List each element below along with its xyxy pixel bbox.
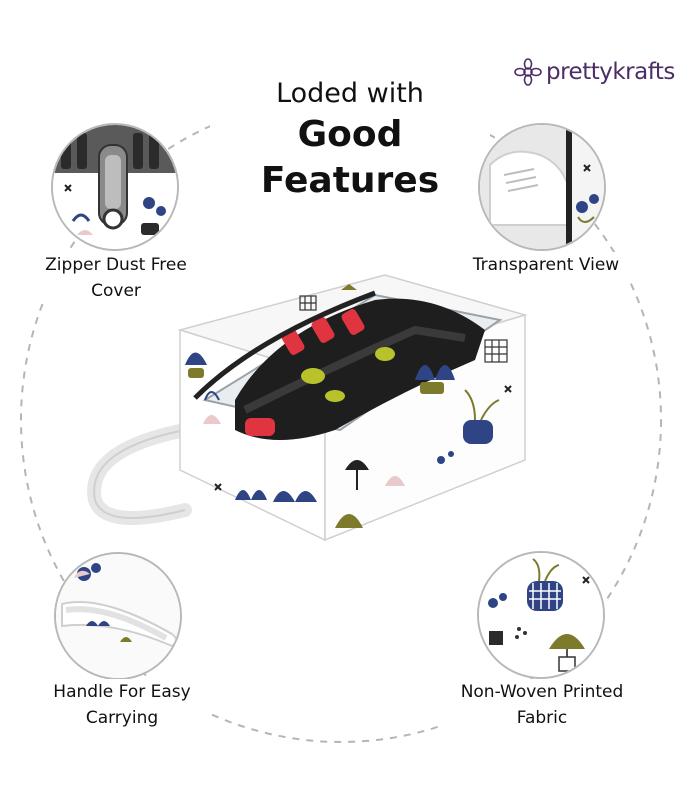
brand-logo: prettykrafts xyxy=(514,58,675,86)
feature-handle-label-line-1: Handle For Easy xyxy=(53,682,191,702)
feature-zipper-label: Zipper Dust Free Cover xyxy=(30,252,202,304)
feature-fabric-label: Non-Woven Printed Fabric xyxy=(440,679,644,731)
headline-line-2: Good xyxy=(297,114,403,155)
headline-line-3: Features xyxy=(260,160,440,201)
feature-zipper-label-line-1: Zipper Dust Free xyxy=(45,255,187,275)
side-plant-print xyxy=(335,339,512,528)
feature-transparent-label-line-1: Transparent View xyxy=(472,255,620,275)
zipper-icon xyxy=(53,125,177,249)
flower-logo-icon xyxy=(514,58,542,86)
headline: Loded with Good Features xyxy=(210,76,490,204)
feature-handle-label-line-2: Carrying xyxy=(85,708,159,728)
feature-transparent-image xyxy=(478,123,606,251)
feature-handle-image xyxy=(54,552,182,680)
handle-icon xyxy=(56,554,180,678)
plant-print xyxy=(185,352,317,502)
shoe-window-icon xyxy=(480,125,604,249)
fabric-print-icon xyxy=(479,553,603,677)
feature-handle-label: Handle For Easy Carrying xyxy=(38,679,206,731)
brand-name: prettykrafts xyxy=(546,59,675,85)
feature-transparent-label: Transparent View xyxy=(458,252,634,278)
feature-zipper-label-line-2: Cover xyxy=(91,281,141,301)
feature-zipper-image xyxy=(51,123,179,251)
feature-fabric-image xyxy=(477,551,605,679)
feature-fabric-label-line-2: Fabric xyxy=(516,708,568,728)
headline-line-1: Loded with xyxy=(276,78,424,109)
feature-fabric-label-line-1: Non-Woven Printed xyxy=(460,682,624,702)
shoe-bag-product-image xyxy=(87,274,528,542)
